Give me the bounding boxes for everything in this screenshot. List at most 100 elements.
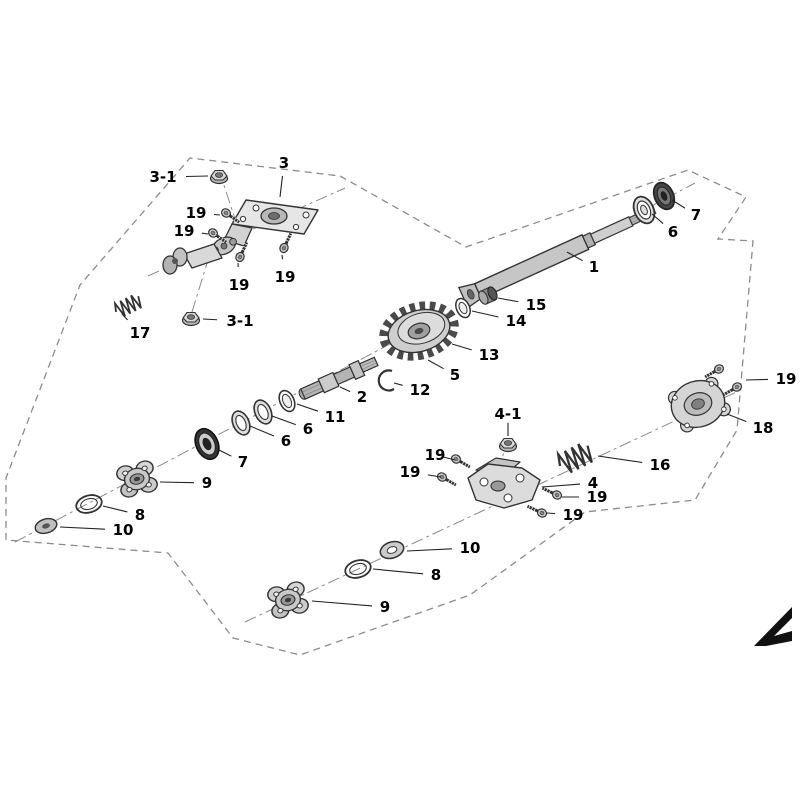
end-washer-left [34, 517, 58, 535]
bolt [434, 469, 460, 490]
part-label-19: 19 [229, 276, 250, 294]
bearing-race-inner [231, 410, 251, 436]
pinion-shaft [298, 356, 379, 400]
housing-cover [667, 376, 731, 433]
figure-boundary [5, 157, 754, 656]
leader-line-13 [451, 343, 472, 351]
part-label-4-1: 4-1 [494, 405, 521, 423]
leader-line-10 [59, 526, 106, 530]
part-label-3-1: 3-1 [226, 312, 253, 330]
leader-line-14 [471, 310, 499, 318]
part-label-8: 8 [431, 566, 441, 584]
part-label-7: 7 [691, 206, 701, 224]
leader-line-7 [218, 449, 232, 457]
part-label-11: 11 [325, 408, 346, 426]
drive-gear [379, 301, 459, 361]
leader-line-19 [201, 232, 209, 235]
leader-line-5 [427, 359, 444, 370]
part-label-12: 12 [410, 381, 431, 399]
part-label-19: 19 [776, 370, 797, 388]
shaft-seal-upper [652, 181, 676, 211]
part-label-19: 19 [400, 463, 421, 481]
leader-line-8 [372, 568, 424, 575]
part-label-19: 19 [174, 222, 195, 240]
drive-flange-left [114, 458, 160, 500]
coil-spring-small [111, 291, 145, 321]
leader-line-6 [651, 213, 664, 224]
part-label-10: 10 [113, 521, 134, 539]
part-label-16: 16 [650, 456, 671, 474]
leader-line-9 [311, 600, 373, 607]
part-label-9: 9 [380, 598, 390, 616]
part-label-19: 19 [275, 268, 296, 286]
snap-ring [377, 369, 395, 392]
part-label-4: 4 [588, 474, 598, 492]
leader-line-11 [296, 403, 319, 412]
part-label-19: 19 [563, 506, 584, 524]
main-drive-shaft [457, 207, 657, 309]
leader-line-2 [339, 386, 351, 393]
leader-line-12 [393, 382, 403, 386]
leader-line-6 [249, 425, 275, 437]
part-label-19: 19 [425, 446, 446, 464]
end-washer-bottom [379, 540, 405, 560]
leader-line-19 [546, 512, 556, 515]
seal-ring-left [73, 491, 105, 517]
part-label-6: 6 [303, 420, 313, 438]
part-label-1: 1 [589, 258, 599, 276]
part-label-3: 3 [279, 154, 289, 172]
shaft-bearing-upper [632, 195, 656, 225]
bolt [276, 230, 296, 256]
mount-bracket [467, 457, 541, 509]
leader-line-1 [566, 251, 583, 262]
leader-line-19 [745, 378, 769, 381]
part-label-14: 14 [506, 312, 527, 330]
part-label-7: 7 [238, 453, 248, 471]
bracket-nut [498, 437, 518, 453]
coil-spring-large [553, 439, 597, 478]
leader-line-6 [271, 415, 296, 426]
leader-line-19 [442, 456, 456, 461]
bolt [448, 451, 474, 472]
part-label-18: 18 [753, 419, 774, 437]
leader-line-8 [102, 505, 128, 513]
leader-line-17 [121, 313, 129, 321]
drive-flange-bottom [265, 579, 311, 621]
part-label-17: 17 [130, 324, 151, 342]
part-label-10: 10 [460, 539, 481, 557]
leader-line-19 [427, 474, 442, 478]
leader-line-3-1 [202, 318, 218, 321]
leader-line-19 [281, 254, 284, 260]
spacer-collar [478, 286, 498, 305]
part-label-19: 19 [186, 204, 207, 222]
bearing-race-outer [253, 399, 273, 425]
shaft-bearing-lower [194, 427, 220, 461]
thrust-washer [455, 297, 471, 319]
leader-line-4 [541, 483, 581, 488]
leader-line-9 [159, 481, 195, 484]
flange-nut-lower [181, 311, 201, 327]
leader-line-7 [671, 199, 686, 209]
leader-line-16 [597, 455, 643, 463]
washer-11 [278, 389, 296, 413]
leader-line-10 [406, 548, 453, 552]
part-label-9: 9 [202, 474, 212, 492]
flange-nut-top [209, 169, 229, 185]
leader-line-19 [213, 213, 221, 216]
leader-line-3 [279, 175, 284, 198]
part-label-3-1: 3-1 [149, 168, 176, 186]
part-label-19: 19 [587, 488, 608, 506]
part-label-5: 5 [450, 366, 460, 384]
nut-axis-bottom [191, 259, 209, 313]
bolt [524, 501, 550, 521]
brand-logo-icon [754, 607, 792, 646]
part-label-15: 15 [526, 296, 547, 314]
part-label-13: 13 [479, 346, 500, 364]
steering-joint-assembly [162, 199, 319, 275]
part-label-8: 8 [135, 506, 145, 524]
part-label-6: 6 [668, 223, 678, 241]
part-label-2: 2 [357, 388, 367, 406]
joint-axis-centerline [147, 187, 346, 277]
